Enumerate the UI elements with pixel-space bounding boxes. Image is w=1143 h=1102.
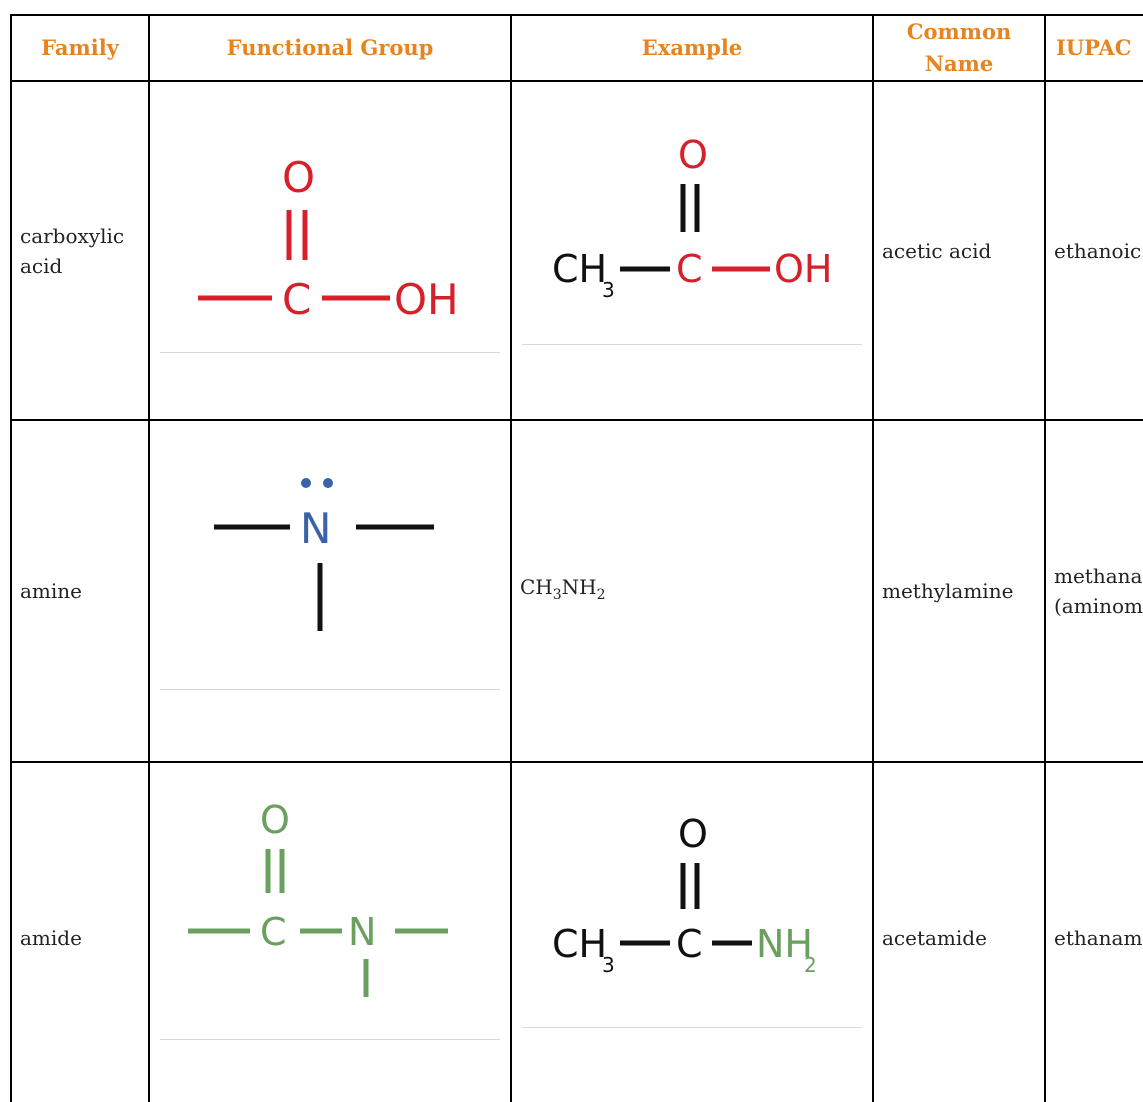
image-caption-divider [160, 1039, 500, 1040]
image-caption-divider [160, 689, 500, 690]
example-cell: CH 3 C O OH [510, 80, 874, 421]
formula-sub: 3 [552, 587, 562, 603]
acetic-oh-label: OH [774, 247, 832, 291]
methyl-sub: 3 [602, 278, 615, 302]
header-common-line1: Common [906, 19, 1012, 44]
common-name-cell: acetic acid [872, 80, 1046, 421]
iupac-cell: ethanoic [1044, 80, 1143, 421]
functional-group-cell: O C OH [148, 80, 512, 421]
table-row: amide O C N [10, 761, 1143, 1102]
iupac-line2: (aminom [1054, 594, 1143, 618]
example-cell: CH3NH2 [510, 419, 874, 763]
acetic-c-label: C [676, 247, 703, 291]
header-example: Example [510, 14, 874, 82]
family-cell: carboxylic acid [10, 80, 150, 421]
acetamide-structure: CH 3 C O NH 2 [552, 812, 817, 977]
amine-n-label: N [300, 504, 331, 553]
iupac-cell: methana (aminom [1044, 419, 1143, 763]
methylamine-formula: CH3NH2 [520, 575, 606, 603]
acetic-acid-structure: CH 3 C O OH [552, 133, 832, 302]
functional-group-cell: N [148, 419, 512, 763]
common-name-cell: acetamide [872, 761, 1046, 1102]
header-common-line2: Name [924, 51, 994, 76]
amide-c-label: C [260, 910, 287, 954]
header-common-name: Common Name [872, 14, 1046, 82]
acetamide-o-label: O [678, 812, 708, 856]
amide-o-label: O [260, 798, 290, 842]
carboxyl-c-label: C [282, 275, 311, 324]
table-row: amine N CH3NH2 methylamine [10, 419, 1143, 763]
image-caption-divider [522, 344, 862, 345]
amide-n-label: N [348, 910, 376, 954]
acetamide-nh-sub: 2 [804, 953, 817, 977]
iupac-cell: ethanam [1044, 761, 1143, 1102]
acetamide-nh-label: NH [756, 922, 813, 966]
family-cell: amine [10, 419, 150, 763]
header-family: Family [10, 14, 150, 82]
table-header-row: Family Functional Group Example Common N… [10, 14, 1143, 82]
example-cell: CH 3 C O NH 2 [510, 761, 874, 1102]
family-line1: carboxylic [20, 223, 125, 248]
iupac-line1: methana [1054, 564, 1143, 588]
carboxyl-oh-label: OH [394, 275, 459, 324]
functional-group-cell: O C N [148, 761, 512, 1102]
methyl-sub: 3 [602, 953, 615, 977]
carboxyl-structure: O C OH [198, 153, 459, 324]
amine-structure: N [214, 478, 434, 631]
table-row: carboxylic acid O C OH [10, 80, 1143, 421]
family-cell: amide [10, 761, 150, 1102]
image-caption-divider [522, 1027, 862, 1028]
formula-sub: 2 [596, 587, 606, 603]
formula-part: CH [520, 575, 553, 599]
family-line2: acid [20, 253, 63, 278]
header-functional-group: Functional Group [148, 14, 512, 82]
carboxyl-o-label: O [282, 153, 315, 202]
formula-part: NH [561, 575, 597, 599]
methyl-label: CH [552, 247, 607, 291]
amide-structure: O C N [188, 798, 448, 997]
common-name-cell: methylamine [872, 419, 1046, 763]
header-iupac: IUPAC [1044, 14, 1143, 82]
functional-groups-table: Family Functional Group Example Common N… [10, 14, 1143, 1102]
acetamide-c-label: C [676, 922, 703, 966]
image-caption-divider [160, 352, 500, 353]
acetic-o-label: O [678, 133, 708, 177]
methyl-label: CH [552, 922, 607, 966]
